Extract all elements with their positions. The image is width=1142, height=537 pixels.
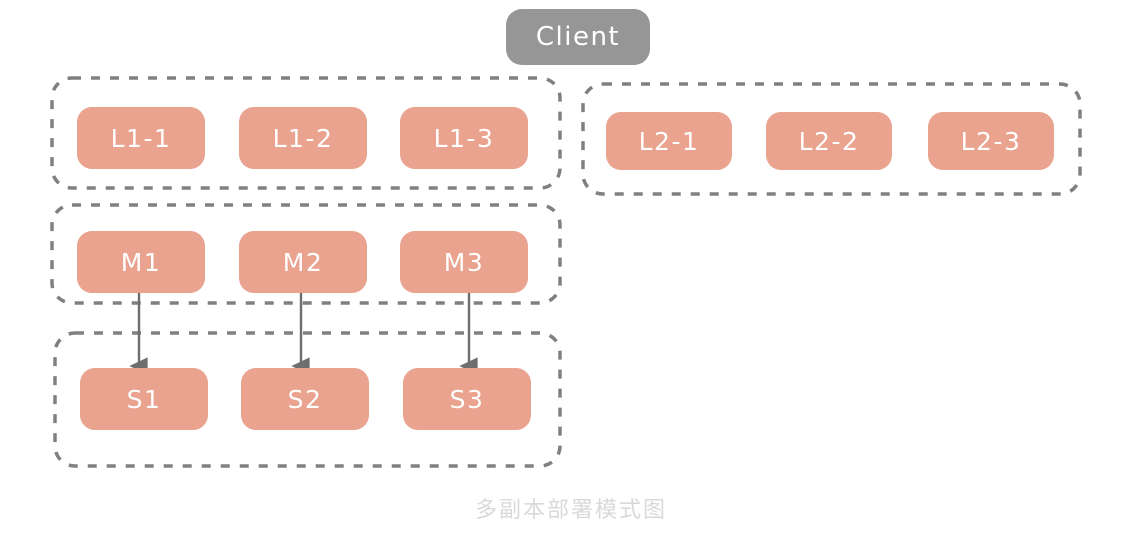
node-label: L2-3 [960, 126, 1022, 156]
node-l2-2[interactable]: L2-2 [766, 112, 892, 170]
node-l1-1[interactable]: L1-1 [77, 107, 205, 169]
s-group-border [53, 331, 562, 468]
node-s1[interactable]: S1 [80, 368, 208, 430]
node-label: L1-1 [110, 123, 172, 153]
node-l2-1[interactable]: L2-1 [606, 112, 732, 170]
node-l1-3[interactable]: L1-3 [400, 107, 528, 169]
node-l1-2[interactable]: L1-2 [239, 107, 367, 169]
diagram-caption: 多副本部署模式图 [474, 498, 667, 523]
node-client[interactable]: Client [506, 9, 650, 65]
node-label: L1-3 [433, 123, 495, 153]
node-s2[interactable]: S2 [241, 368, 369, 430]
m-group-border [50, 203, 562, 305]
node-label: L1-2 [272, 123, 334, 153]
node-label: M2 [282, 247, 324, 277]
node-label: M1 [120, 247, 162, 277]
node-l2-3[interactable]: L2-3 [928, 112, 1054, 170]
l2-group-border [581, 82, 1082, 196]
node-m1[interactable]: M1 [77, 231, 205, 293]
node-label: S2 [287, 384, 323, 414]
node-s3[interactable]: S3 [403, 368, 531, 430]
node-label: S1 [126, 384, 162, 414]
node-m3[interactable]: M3 [400, 231, 528, 293]
node-label: L2-1 [638, 126, 700, 156]
l1-group-border [50, 76, 562, 190]
node-label: M3 [443, 247, 485, 277]
node-m2[interactable]: M2 [239, 231, 367, 293]
node-label: S3 [449, 384, 485, 414]
node-label: L2-2 [798, 126, 860, 156]
node-label: Client [535, 22, 621, 52]
